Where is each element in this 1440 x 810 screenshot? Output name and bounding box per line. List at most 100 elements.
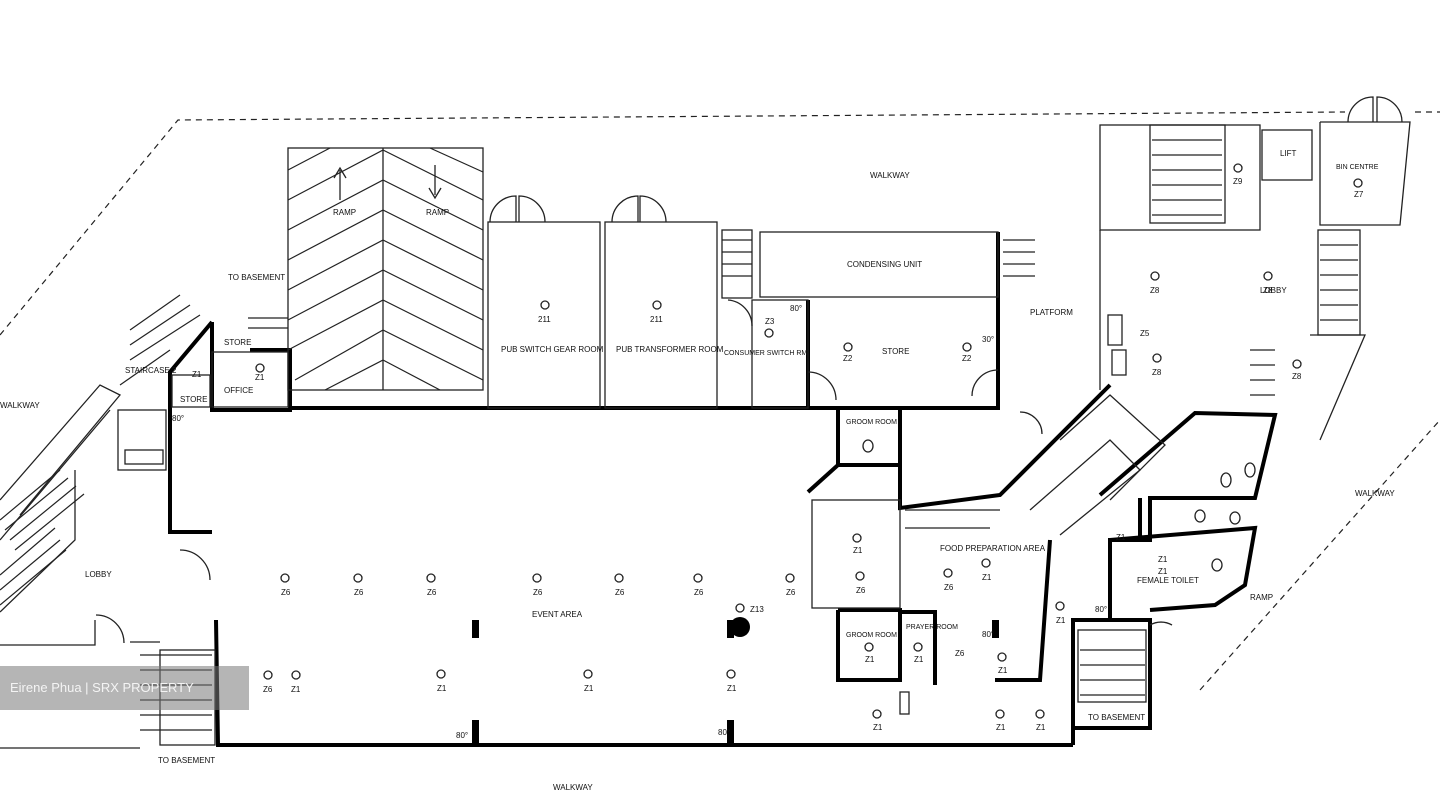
store-main-label: STORE <box>882 347 909 356</box>
to-basement-bottom-right-label: TO BASEMENT <box>1088 713 1145 722</box>
zone-marker: Z9 <box>1233 163 1243 186</box>
ramp-down-label: RAMP <box>426 208 449 217</box>
watermark: Eirene Phua | SRX PROPERTY <box>0 666 249 710</box>
zone-marker: Z6 <box>693 573 704 597</box>
zone-marker: 211 <box>538 300 551 324</box>
svg-text:Z7: Z7 <box>1354 190 1364 199</box>
svg-text:Z1: Z1 <box>982 573 992 582</box>
svg-text:Z6: Z6 <box>354 588 364 597</box>
svg-text:Z1: Z1 <box>873 723 883 732</box>
zone-marker: Z7 <box>1353 178 1364 199</box>
svg-text:Z1: Z1 <box>437 684 447 693</box>
svg-text:Z6: Z6 <box>944 583 954 592</box>
column-marker-icon <box>730 617 750 637</box>
zone-marker: Z1 <box>192 370 202 379</box>
zone-marker: Z1 <box>913 642 924 664</box>
walkway-top-label: WALKWAY <box>870 171 910 180</box>
zone-code: Z6 <box>955 649 965 658</box>
zone-marker: Z6 <box>532 573 543 597</box>
zone-code: Z1 <box>1116 533 1126 542</box>
lobby-left-label: LOBBY <box>85 570 112 579</box>
svg-text:Z1: Z1 <box>192 370 202 379</box>
structural-columns <box>472 617 999 745</box>
svg-text:Z8: Z8 <box>1150 286 1160 295</box>
condensing-unit-label: CONDENSING UNIT <box>847 260 922 269</box>
zone-marker: Z8 <box>1152 353 1162 377</box>
svg-text:Z3: Z3 <box>765 317 775 326</box>
interior-lines <box>0 121 1411 749</box>
svg-text:Z6: Z6 <box>427 588 437 597</box>
svg-text:Z2: Z2 <box>962 354 972 363</box>
zone-marker: Z2 <box>962 342 972 363</box>
svg-text:Z1: Z1 <box>914 655 924 664</box>
svg-text:Z1: Z1 <box>865 655 875 664</box>
zone-marker: Z1 <box>1055 601 1066 625</box>
svg-text:Z6: Z6 <box>533 588 543 597</box>
zone-marker: Z1 <box>981 558 992 582</box>
ramp-up-label: RAMP <box>333 208 356 217</box>
zone-marker: Z1 <box>583 669 594 693</box>
svg-text:Z2: Z2 <box>843 354 853 363</box>
zone-marker: Z1 <box>872 709 883 732</box>
zone-marker: Z6 <box>263 670 273 694</box>
svg-text:Z1: Z1 <box>584 684 594 693</box>
female-toilet-label: FEMALE TOILET <box>1137 576 1199 585</box>
lift-label: LIFT <box>1280 149 1297 158</box>
zone-marker: Z1 <box>436 669 447 693</box>
to-basement-bottom-left-label: TO BASEMENT <box>158 756 215 765</box>
zone-marker: Z1 <box>291 670 301 694</box>
ramp-right-label: RAMP <box>1250 593 1273 602</box>
lobby-right-label: LOBBY <box>1260 286 1287 295</box>
pub-transformer-label: PUB TRANSFORMER ROOM <box>616 345 724 354</box>
consumer-switch-label: CONSUMER SWITCH RM <box>724 350 807 357</box>
zone-marker: Z8 <box>1150 271 1160 295</box>
food-prep-label: FOOD PREPARATION AREA <box>940 544 1046 553</box>
svg-text:80°: 80° <box>982 630 994 639</box>
zone-marker: Z6 <box>426 573 437 597</box>
room-labels: WALKWAY WALKWAY WALKWAY WALKWAY RAMP RAM… <box>0 149 1395 792</box>
zone-marker: Z8 <box>1263 271 1273 295</box>
zone-code: Z1 <box>1158 555 1168 564</box>
prayer-room-label: PRAYER ROOM <box>906 624 958 631</box>
zone-marker: Z6 <box>855 571 866 595</box>
sanitary-fixtures <box>124 314 1256 715</box>
svg-text:30°: 30° <box>982 335 994 344</box>
zone-marker: Z1 <box>997 652 1008 675</box>
dimension-labels: 80° 80° 80° 80° 80° 80° 30° <box>172 304 1107 740</box>
svg-text:Z6: Z6 <box>786 588 796 597</box>
zone-marker: Z13 <box>735 603 764 614</box>
zone-marker: Z6 <box>614 573 625 597</box>
pub-switch-gear-label: PUB SWITCH GEAR ROOM <box>501 345 604 354</box>
platform-label: PLATFORM <box>1030 308 1073 317</box>
svg-text:Z1: Z1 <box>998 666 1008 675</box>
left-stair-strip <box>0 384 122 613</box>
ramp-up-arrow-icon <box>333 166 347 200</box>
svg-text:Z1: Z1 <box>1056 616 1066 625</box>
svg-text:Z1: Z1 <box>255 373 265 382</box>
bin-centre-label: BIN CENTRE <box>1336 164 1379 171</box>
svg-text:211: 211 <box>650 315 663 324</box>
svg-text:80°: 80° <box>172 414 184 423</box>
zone-marker: Z1 <box>995 709 1006 732</box>
svg-text:80°: 80° <box>718 728 730 737</box>
ramp-hatching <box>287 147 484 391</box>
store-upper-label: STORE <box>224 338 251 347</box>
svg-text:211: 211 <box>538 315 551 324</box>
zone-code: Z1 <box>1158 567 1168 576</box>
groom-room-top-label: GROOM ROOM <box>846 419 897 426</box>
zone-marker: 211 <box>650 300 663 324</box>
zone-marker: Z6 <box>280 573 291 597</box>
svg-text:Z13: Z13 <box>750 605 764 614</box>
walkway-right-label: WALKWAY <box>1355 489 1395 498</box>
svg-text:Z6: Z6 <box>281 588 291 597</box>
groom-room-bottom-label: GROOM ROOM <box>846 632 897 639</box>
svg-text:Z1: Z1 <box>291 685 301 694</box>
svg-text:Z8: Z8 <box>1263 286 1273 295</box>
zone-marker: Z1 <box>255 363 265 382</box>
zone-marker: Z1 <box>864 642 875 664</box>
zone-code: Z5 <box>1140 329 1150 338</box>
svg-text:Z6: Z6 <box>856 586 866 595</box>
building-walls <box>168 232 1278 747</box>
svg-text:80°: 80° <box>1095 605 1107 614</box>
